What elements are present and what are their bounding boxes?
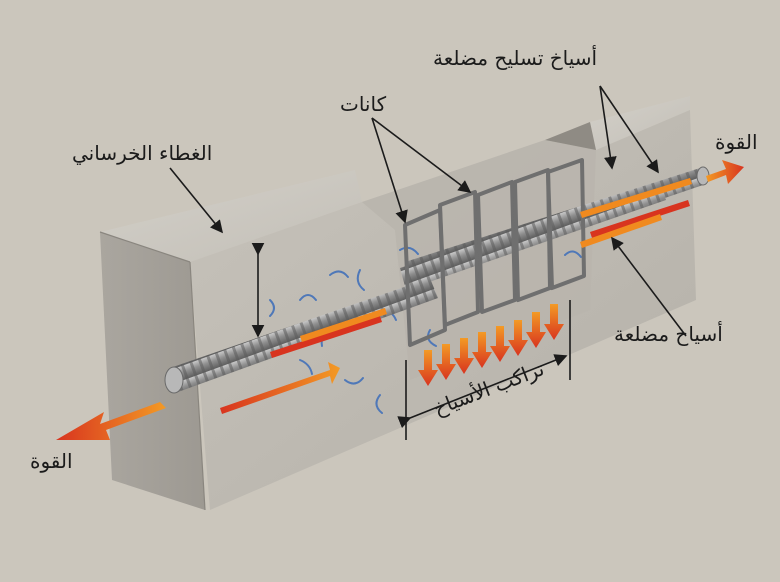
stirrups: [403, 158, 586, 347]
stress-lines: [269, 246, 582, 414]
force-arrows: [56, 160, 744, 440]
rebar-left-end: [164, 366, 184, 394]
stirrup-5: [546, 158, 586, 290]
concrete-top-right: [590, 96, 690, 150]
lap-length-dimension: [397, 354, 568, 429]
arrow-bar-left-b: [300, 308, 387, 342]
arrow-bar-right-a: [580, 178, 692, 218]
tension-arrows: [220, 178, 692, 414]
force-arrow-right: [706, 160, 744, 184]
concrete-top-face: [100, 170, 362, 262]
label-force-left: القوة: [30, 449, 73, 473]
dimension-lines: [251, 242, 571, 440]
force-arrow-left: [56, 402, 166, 440]
stirrup-1: [403, 208, 447, 347]
leader-lines: [169, 85, 687, 337]
concrete-cutout-notch: [545, 122, 596, 150]
concrete-left-face: [100, 232, 205, 510]
label-concrete-cover: الغطاء الخرساني: [72, 141, 213, 165]
stirrup-3: [476, 180, 517, 314]
label-stirrups: كانات: [340, 92, 387, 116]
stirrup-2: [438, 190, 480, 327]
label-ribbed-bars: أسياخ مضلعة: [614, 322, 723, 346]
arrow-lower-left: [220, 362, 340, 414]
arrow-front-right: [580, 214, 662, 248]
label-force-right: القوة: [715, 130, 758, 154]
arrow-bar-left-a: [270, 316, 382, 358]
arrow-bar-right-b: [590, 200, 690, 238]
label-ribbed-reinforcement-bars: أسياخ تسليح مضلعة: [433, 46, 598, 70]
